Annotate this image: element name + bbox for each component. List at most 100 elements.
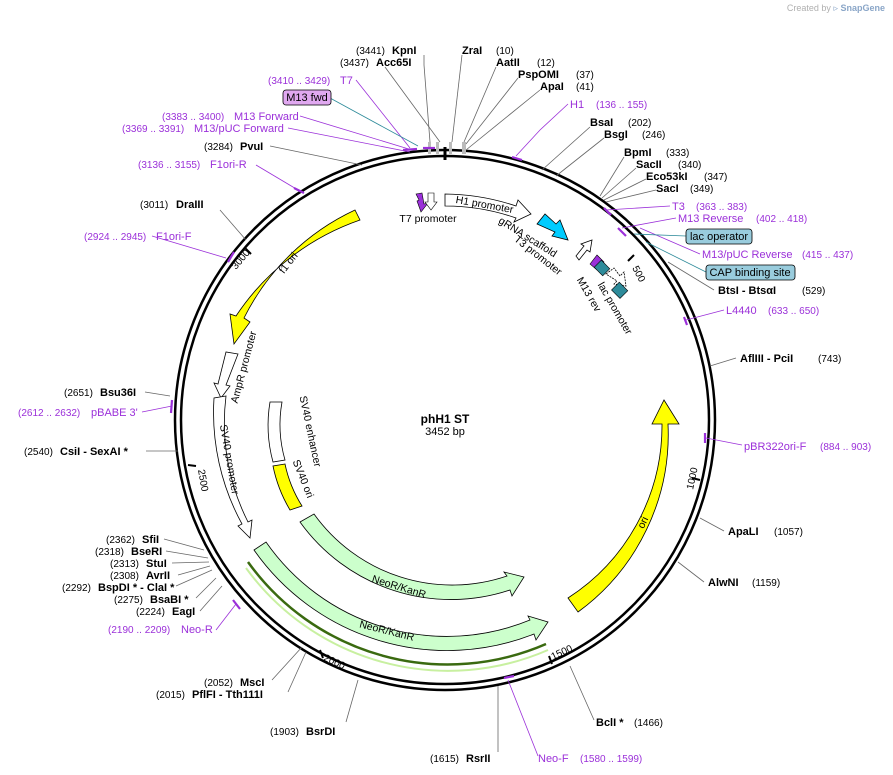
site-name-draiii[interactable]: DraIII [176,199,204,211]
primer-leader-h1 [515,103,569,157]
site-name-sacii[interactable]: SacII [636,159,662,171]
site-name-alwni[interactable]: AlwNI [708,577,739,589]
site-pos-btsi: (529) [802,286,825,297]
t3-promoter-feature[interactable] [575,239,593,261]
site-name-avrii[interactable]: AvrII [146,570,170,582]
site-name-zrai[interactable]: ZraI [462,45,482,57]
site-name-btsi[interactable]: BtsI - BtsαI [718,285,776,297]
site-name-bsu36i[interactable]: Bsu36I [100,387,136,399]
primer-name-neo-f[interactable]: Neo-F [538,753,569,765]
site-name-bsgi[interactable]: BsgI [604,129,628,141]
site-pos-afliii: (743) [818,354,841,365]
site-name-csii[interactable]: CsiI - SexAI * [60,446,129,458]
site-pos-eagi: (2224) [136,607,165,618]
tick-2000 [319,649,324,659]
site-pos-apai: (41) [576,82,594,93]
site-name-acc65i[interactable]: Acc65I [376,57,411,69]
site-name-apali[interactable]: ApaLI [728,526,759,538]
sv40-ori-feature[interactable] [272,463,303,511]
site-name-msci[interactable]: MscI [240,677,264,689]
site-name-sfii[interactable]: SfiI [142,534,159,546]
sv40-enhancer-feature[interactable] [267,401,286,463]
site-name-saci[interactable]: SacI [656,183,679,195]
site-name-eagi[interactable]: EagI [172,606,195,618]
site-pos-bsabi: (2275) [114,595,143,606]
primer-name-m13-forward[interactable]: M13 Forward [234,111,299,123]
snapgene-credit: Created by ▹ SnapGene [787,3,885,14]
primer-name-neo-r[interactable]: Neo-R [181,624,213,636]
site-name-afliii[interactable]: AflIII - PciI [740,353,793,365]
site-name-bpmi[interactable]: BpmI [624,147,652,159]
site-name-aatii[interactable]: AatII [496,57,520,69]
grna-scaffold-feature[interactable] [536,213,569,241]
neor-kanr-selected-highlight [246,561,547,666]
site-pos-draiii: (3011) [140,200,168,211]
primer-pos-t7: (3410 .. 3429) [268,76,330,87]
m13-fwd-box[interactable] [282,89,332,106]
h1-promoter-feature[interactable] [444,193,532,223]
tick-1500 [548,655,553,665]
primer-name-m13-puc-reverse[interactable]: M13/pUC Reverse [702,249,792,261]
site-name-bcli[interactable]: BclI * [596,717,624,729]
lac-operator-feature[interactable] [593,259,611,277]
tick-1000 [691,477,701,481]
site-name-apai[interactable]: ApaI [540,81,564,93]
leader-bsai [541,126,591,171]
m13-fwd-leader [329,97,419,147]
site-name-pflfi[interactable]: PflFI - Tth111I [192,689,263,701]
site-name-bsrdi[interactable]: BsrDI [306,726,335,738]
leader-bsabi [195,577,217,599]
primer-name-pbr322ori-f[interactable]: pBR322ori-F [744,441,807,453]
leader-pspomi [465,77,519,145]
primer-pos-m13-reverse: (402 .. 418) [756,214,807,225]
lac-operator-box[interactable] [685,228,753,245]
site-name-bseri[interactable]: BseRI [131,546,162,558]
neor-kanr-inner-feature[interactable] [299,513,525,600]
t7-promoter-white-arrow[interactable] [424,192,438,211]
primer-mark-l4440 [682,316,689,326]
lac-promoter-feature[interactable] [605,267,627,287]
leader-sacii [601,167,637,199]
site-name-stui[interactable]: StuI [146,558,167,570]
leader-apali [699,517,725,532]
site-name-pvui[interactable]: PvuI [240,141,263,153]
primer-name-m13-puc-forward[interactable]: M13/pUC Forward [194,123,284,135]
cap-binding-site-feature[interactable] [611,281,629,299]
lac-operator-box-label: lac operator [690,231,748,243]
primer-name-t7[interactable]: T7 [340,75,353,87]
site-pos-bsgi: (246) [642,130,665,141]
primer-leader-neo-f [507,679,539,757]
t7-promoter-purple-arrow[interactable] [415,192,429,213]
primer-mark-f1ori-f [227,251,235,263]
primer-name-h1[interactable]: H1 [570,99,584,111]
ampr-promoter-feature[interactable] [213,351,239,399]
site-pos-csii: (2540) [24,447,53,458]
primer-name-pbabe3[interactable]: pBABE 3' [91,407,138,419]
primer-name-m13-reverse[interactable]: M13 Reverse [678,213,743,225]
site-name-rsrii[interactable]: RsrII [466,753,490,765]
cap-site-leader [645,241,707,273]
sv40-promoter-feature[interactable] [213,395,253,539]
ori-feature[interactable] [567,399,680,613]
m13-rev-label: M13 rev [574,275,604,314]
site-pos-bsrdi: (1903) [270,727,299,738]
primer-name-l4440[interactable]: L4440 [726,305,757,317]
site-name-eco53ki[interactable]: Eco53kI [646,171,688,183]
primer-name-t3[interactable]: T3 [672,201,685,213]
site-name-kpni[interactable]: KpnI [392,45,416,57]
primer-pos-pbabe3: (2612 .. 2632) [18,408,80,419]
primer-leader-pbabe3 [141,405,173,413]
site-name-bsai[interactable]: BsaI [590,117,613,129]
cap-binding-site-box[interactable] [705,264,796,281]
primer-leader-neo-r [215,603,237,631]
site-name-clai[interactable]: BspDI * - ClaI * [98,582,175,594]
leader-pflfi [287,651,307,693]
site-pos-pspomi: (37) [576,70,594,81]
site-name-pspomi[interactable]: PspOMI [518,69,559,81]
primer-name-f1ori-r[interactable]: F1ori-R [210,159,247,171]
site-name-bsabi[interactable]: BsaBI * [150,594,189,606]
t7-promoter-label: T7 promoter [399,213,457,225]
f1-ori-feature[interactable] [229,209,361,346]
primer-name-f1ori-f[interactable]: F1ori-F [156,231,192,243]
neor-kanr-outer-feature[interactable] [253,541,549,651]
